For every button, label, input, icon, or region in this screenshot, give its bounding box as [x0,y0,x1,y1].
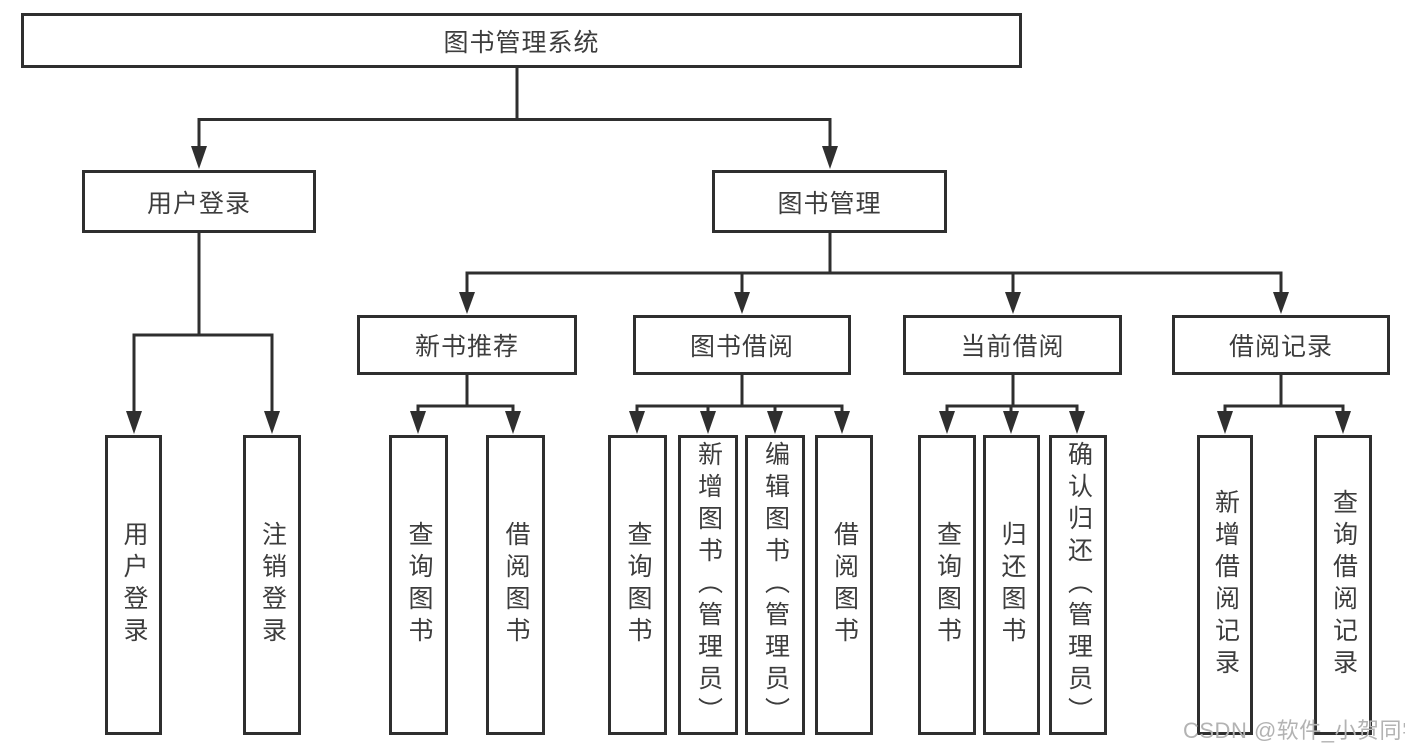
node-book-borrow: 图书借阅 [633,315,851,375]
node-library-system-label: 图书管理系统 [443,28,600,57]
arrow-down-icon [767,411,783,434]
leaf-query-books-recommend-label: 查询图书 [405,521,433,649]
arrow-down-icon [126,411,142,434]
arrow-down-icon [822,146,838,169]
node-borrow-records: 借阅记录 [1172,315,1390,375]
arrow-down-icon [939,411,955,434]
arrow-down-icon [1217,411,1233,434]
arrow-down-icon [264,411,280,434]
leaf-return-books: 归还图书 [983,435,1040,735]
leaf-logout-label: 注销登录 [258,521,287,649]
node-user-login-label: 用户登录 [146,189,251,218]
leaf-add-borrow-record: 新增借阅记录 [1197,435,1253,735]
leaf-borrow-books-recommend-label: 借阅图书 [502,521,530,649]
csdn-watermark: CSDN @软件_小贺同学 [1183,718,1405,743]
arrow-down-icon [1005,292,1021,314]
leaf-edit-books-admin: 编辑图书（管理员） [745,435,805,735]
node-current-borrow-label: 当前借阅 [960,333,1065,361]
arrow-down-icon [1335,411,1351,434]
arrow-down-icon [629,411,645,434]
arrow-down-icon [459,292,475,314]
arrow-down-icon [505,411,521,434]
arrow-down-icon [1003,411,1019,434]
leaf-query-books-current: 查询图书 [918,435,976,735]
leaf-query-borrow-record: 查询借阅记录 [1314,435,1372,735]
arrow-down-icon [1069,411,1085,434]
leaf-borrow-books-label: 借阅图书 [830,521,859,649]
leaf-user-login-label: 用户登录 [120,521,148,649]
leaf-borrow-books: 借阅图书 [815,435,873,735]
node-borrow-records-label: 借阅记录 [1228,333,1333,361]
leaf-return-books-label: 归还图书 [998,521,1026,649]
leaf-query-books-borrow: 查询图书 [608,435,667,735]
node-book-management: 图书管理 [712,170,947,233]
node-new-book-recommend-label: 新书推荐 [414,333,519,361]
leaf-add-borrow-record-label: 新增借阅记录 [1211,489,1240,681]
leaf-borrow-books-recommend: 借阅图书 [486,435,545,735]
leaf-add-books-admin-label: 新增图书（管理员） [694,441,723,729]
arrow-down-icon [834,411,850,434]
arrow-down-icon [1273,292,1289,314]
leaf-user-login: 用户登录 [105,435,162,735]
leaf-query-books-borrow-label: 查询图书 [624,521,652,649]
node-current-borrow: 当前借阅 [903,315,1122,375]
leaf-add-books-admin: 新增图书（管理员） [678,435,738,735]
leaf-confirm-return-admin-label: 确认归还（管理员） [1064,441,1093,729]
node-new-book-recommend: 新书推荐 [357,315,577,375]
arrow-down-icon [191,146,207,169]
node-book-management-label: 图书管理 [777,189,882,218]
leaf-query-borrow-record-label: 查询借阅记录 [1329,489,1358,681]
leaf-edit-books-admin-label: 编辑图书（管理员） [761,441,790,729]
node-library-system: 图书管理系统 [21,13,1022,68]
leaf-logout: 注销登录 [243,435,301,735]
leaf-query-books-current-label: 查询图书 [933,521,962,649]
arrow-down-icon [734,292,750,314]
arrow-down-icon [410,411,426,434]
arrow-down-icon [700,411,716,434]
leaf-query-books-recommend: 查询图书 [389,435,448,735]
node-user-login: 用户登录 [82,170,316,233]
leaf-confirm-return-admin: 确认归还（管理员） [1049,435,1107,735]
node-book-borrow-label: 图书借阅 [689,333,794,361]
